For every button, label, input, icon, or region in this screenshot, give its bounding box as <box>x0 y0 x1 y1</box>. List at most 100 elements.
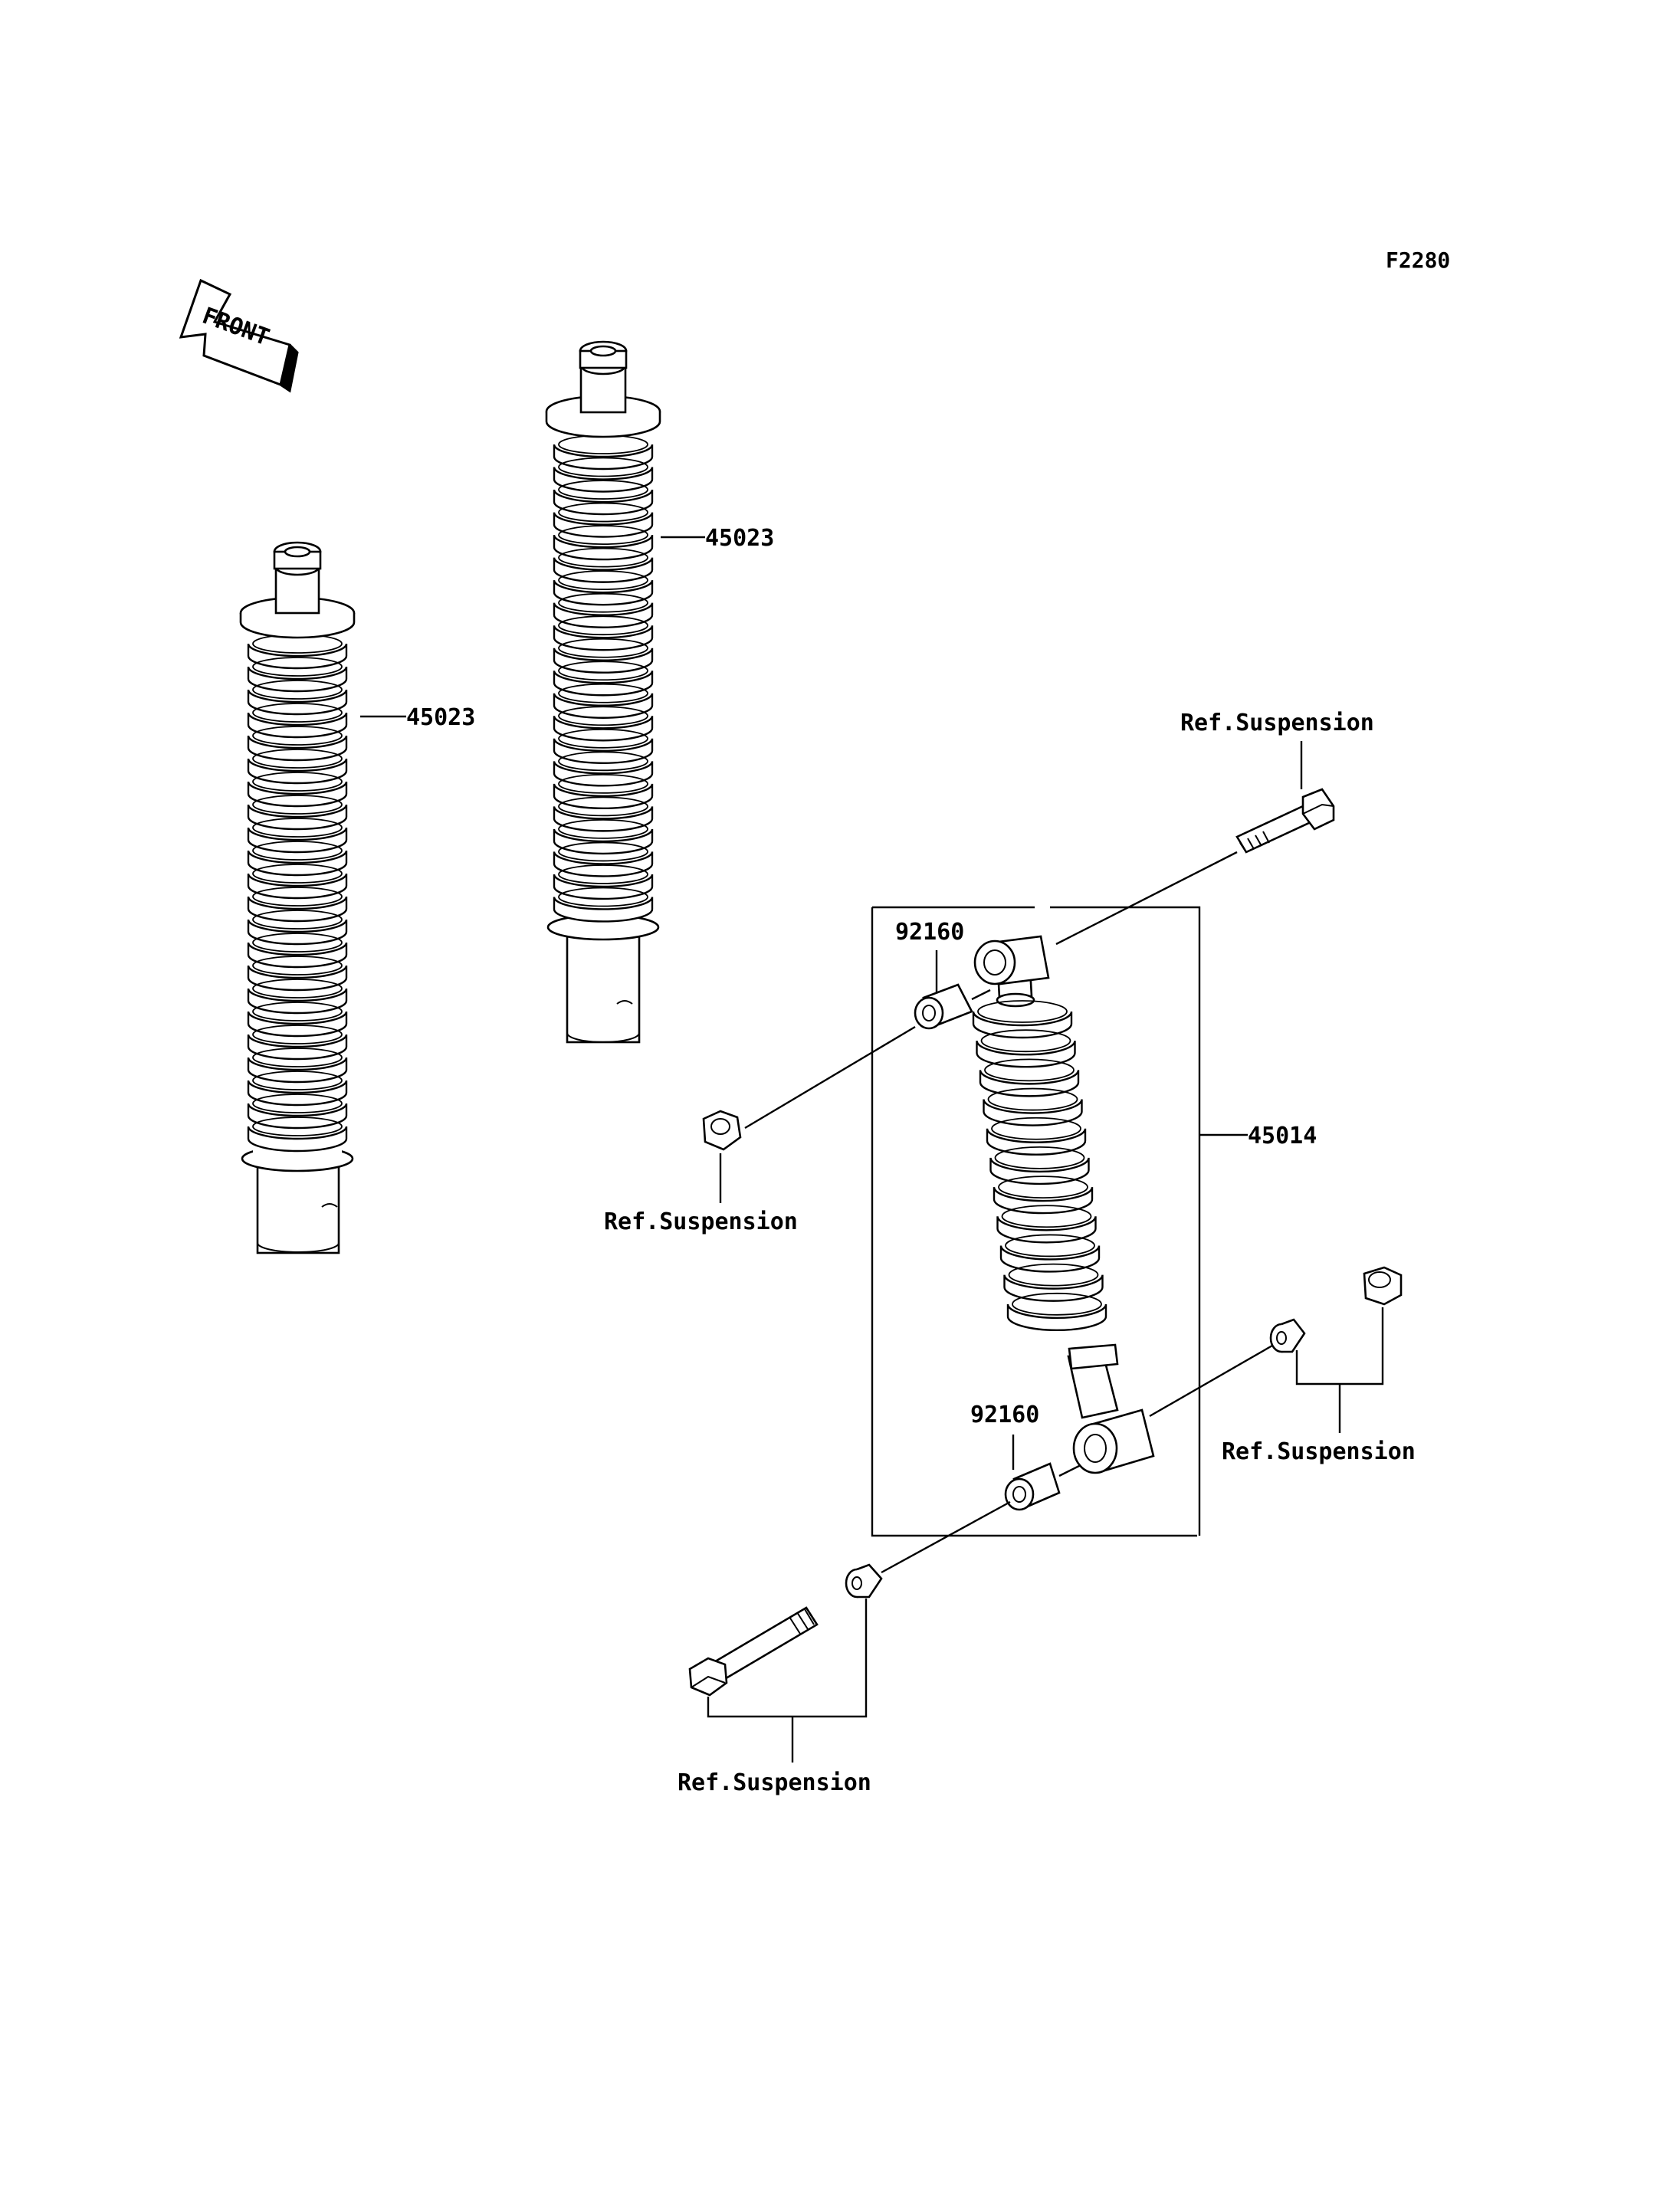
spring-coil <box>553 738 654 764</box>
spring-coil-edge <box>984 1058 1075 1082</box>
spring-coil <box>553 444 654 471</box>
spring-coil-edge <box>252 818 343 838</box>
spring-coil <box>247 1011 348 1038</box>
spring-coil-edge <box>252 657 343 677</box>
spring-coil-edge <box>558 841 648 862</box>
spring-coil <box>553 783 654 810</box>
spring-coil-edge <box>252 772 343 792</box>
spring-coil-edge <box>998 1176 1088 1199</box>
spring-coil-edge <box>252 680 343 700</box>
ref-lower-bolt-washer: Ref.Suspension <box>678 1769 871 1796</box>
front-arrow-icon: FRONT <box>179 278 299 393</box>
spring-coil <box>1006 1303 1107 1331</box>
label-spring-right: 45023 <box>705 525 774 552</box>
spring-left <box>239 541 356 1254</box>
spring-coil <box>553 671 654 697</box>
spring-coil <box>247 1057 348 1084</box>
shock-absorber <box>972 935 1155 1474</box>
lower-right-washer <box>1269 1318 1306 1353</box>
bushing-lower <box>1004 1462 1061 1511</box>
label-bushing-lower: 92160 <box>970 1402 1039 1428</box>
spring-coil <box>553 806 654 832</box>
spring-coil-edge <box>558 480 648 500</box>
spring-coil-edge <box>252 1048 343 1067</box>
spring-coil-edge <box>252 910 343 930</box>
spring-coil <box>553 828 654 855</box>
spring-coil <box>247 1034 348 1061</box>
spring-coil <box>553 467 654 493</box>
spring-coil-edge <box>252 1094 343 1113</box>
spring-coil <box>247 873 348 900</box>
spring-coil-edge <box>252 979 343 998</box>
spring-coil-edge <box>558 547 648 568</box>
spring-coil-edge <box>558 751 648 772</box>
spring-coil <box>247 643 348 670</box>
ref-upper-bolt: Ref.Suspension <box>1180 710 1374 736</box>
spring-coil-edge <box>252 1025 343 1044</box>
spring-coil-edge <box>558 457 648 477</box>
spring-coil <box>553 579 654 606</box>
spring-coil-edge <box>991 1117 1081 1140</box>
spring-coil <box>553 489 654 516</box>
spring-coil-edge <box>994 1146 1085 1169</box>
spring-coil-edge <box>558 592 648 613</box>
spring-coil <box>247 896 348 923</box>
spring-coil <box>247 827 348 854</box>
spring-coil <box>247 781 348 808</box>
spring-coil <box>553 693 654 719</box>
lower-bolt <box>688 1606 819 1697</box>
spring-coil-edge <box>558 773 648 794</box>
spring-coil-edge <box>1008 1263 1099 1287</box>
ref-upper-nut: Ref.Suspension <box>604 1208 798 1235</box>
spring-coil-edge <box>252 749 343 769</box>
spring-coil-edge <box>252 795 343 815</box>
figure-code: F2280 <box>1386 248 1450 273</box>
lower-left-washer <box>845 1563 883 1599</box>
spring-coil <box>247 1080 348 1107</box>
spring-coil <box>553 851 654 877</box>
spring-coil <box>247 735 348 762</box>
label-shock-absorber: 45014 <box>1248 1123 1317 1149</box>
spring-coil-edge <box>252 887 343 907</box>
spring-coil-edge <box>977 1000 1068 1023</box>
lower-right-nut <box>1363 1266 1403 1306</box>
spring-coil <box>553 625 654 651</box>
spring-coil-edge <box>558 638 648 658</box>
spring-coil <box>553 716 654 742</box>
spring-coil-edge <box>252 1117 343 1136</box>
spring-coil <box>553 897 654 923</box>
ref-lower-nut-washer: Ref.Suspension <box>1222 1438 1416 1465</box>
spring-coil <box>247 689 348 716</box>
spring-coil-edge <box>252 1071 343 1090</box>
spring-coil-edge <box>558 570 648 591</box>
spring-coil <box>553 874 654 900</box>
spring-coil-edge <box>1001 1205 1092 1228</box>
spring-coil-edge <box>252 841 343 861</box>
upper-nut <box>702 1110 742 1151</box>
spring-coil-edge <box>558 887 648 907</box>
spring-coil-edge <box>1012 1292 1102 1316</box>
spring-coil-edge <box>252 956 343 976</box>
spring-coil-edge <box>558 502 648 523</box>
label-bushing-upper: 92160 <box>895 919 964 946</box>
spring-coil-edge <box>558 661 648 681</box>
spring-coil <box>553 512 654 538</box>
spring-coil <box>553 648 654 674</box>
spring-coil <box>247 1126 348 1153</box>
spring-coil <box>553 557 654 583</box>
spring-coil-edge <box>558 615 648 636</box>
bushing-upper <box>914 983 973 1030</box>
spring-coil <box>247 758 348 785</box>
spring-coil <box>247 804 348 831</box>
spring-coil-edge <box>252 1002 343 1021</box>
spring-coil-edge <box>987 1087 1078 1111</box>
spring-coil <box>553 602 654 628</box>
spring-coil-edge <box>558 796 648 817</box>
spring-coil <box>247 919 348 946</box>
spring-coil <box>247 965 348 992</box>
label-spring-left: 45023 <box>406 704 475 731</box>
spring-coil-edge <box>558 706 648 726</box>
spring-coil-edge <box>252 703 343 723</box>
spring-coil <box>553 761 654 787</box>
spring-coil-edge <box>558 525 648 545</box>
